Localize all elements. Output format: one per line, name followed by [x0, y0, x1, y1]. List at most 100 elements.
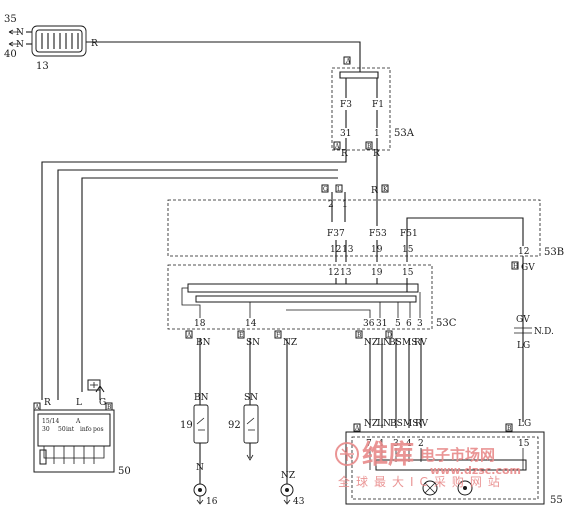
wire-ln-label: LN [377, 338, 391, 348]
svg-text:30: 30 [42, 426, 50, 433]
pin-g-label: G [99, 398, 106, 408]
fuse-f1-label: F1 [372, 100, 384, 110]
pin-13-label: 13 [340, 268, 352, 278]
pin-15-label: 15 [402, 268, 414, 278]
wire-ln-label: LN [377, 419, 391, 429]
pin-r-label: R [44, 398, 51, 408]
pin-12-label: 12 [328, 268, 339, 278]
connector-13-ribs [41, 33, 79, 49]
pin-3-label: 3 [417, 319, 423, 329]
nd-label: N.D. [534, 327, 554, 337]
pin-14-label: 14 [245, 319, 257, 329]
component-19-id: 19 [180, 420, 193, 431]
ground-43-id: 43 [293, 497, 305, 507]
wire-gv-label: GV [516, 315, 530, 325]
component-13: 35 40 N N 13 R [4, 14, 98, 72]
pin-15-label: 15 [518, 439, 530, 449]
watermark: 维库 电子市场网 www.dzsc.com 全球最大IC采购网站 [335, 439, 521, 489]
component-55-id: 55 [550, 495, 563, 506]
terminal-1-label: 1 [374, 129, 380, 139]
svg-text:L: L [337, 186, 341, 193]
pin-l-label: L [76, 398, 82, 408]
wire-nz-label: NZ [283, 338, 297, 348]
wire-r-label: R [341, 149, 348, 159]
pin-15-label: 15 [402, 245, 414, 255]
pin-18-label: 18 [194, 319, 206, 329]
component-92-id: 92 [228, 420, 241, 431]
ground-16-id: 16 [206, 497, 218, 507]
wire-f51-loop [406, 217, 524, 246]
arrow-up-icon [95, 385, 105, 400]
component-92: SN 92 [228, 393, 259, 461]
pin-3-label: 3 [393, 439, 399, 449]
wire-nz-label: NZ [281, 471, 295, 481]
warning-lamp-icon [422, 480, 438, 496]
svg-text:E: E [239, 332, 243, 339]
wire-bn-label: BN [194, 393, 209, 403]
pin-40-label: 40 [4, 49, 17, 60]
pin-7-label: 7 [366, 439, 372, 449]
connector-a-label: A [345, 58, 351, 65]
component-55: NZ LN BS MS RV LG A B 7 1 3 4 2 15 55 [345, 419, 563, 506]
svg-text:50: 50 [58, 426, 66, 433]
svg-text:pos: pos [93, 426, 104, 433]
pin-2-label: 2 [328, 200, 334, 210]
pin-19-label: 19 [371, 268, 383, 278]
pin-5-label: 5 [395, 319, 401, 329]
pin-4-label: 4 [406, 439, 412, 449]
pin-31-label: 31 [376, 319, 387, 329]
wire-r-label: R [91, 39, 98, 49]
wire-rv-label: RV [415, 419, 428, 429]
component-53b: G L K 2 1 F37 F53 F51 12 13 19 15 12 53B… [167, 184, 564, 422]
svg-text:A: A [75, 418, 81, 425]
connector-nd: GV N.D. LG [514, 315, 554, 351]
wire-lg-label: LG [518, 419, 531, 429]
svg-text:A: A [34, 404, 40, 411]
watermark-url: www.dzsc.com [430, 464, 521, 477]
component-53c-id: 53C [436, 318, 457, 329]
component-50-id: 50 [118, 466, 131, 477]
svg-text:15/14: 15/14 [42, 418, 59, 425]
svg-text:D: D [387, 332, 392, 339]
ground-43: NZ 43 [280, 471, 305, 507]
wire-to-50-c [81, 177, 338, 392]
wire-r [86, 41, 361, 62]
switch-92-body [243, 404, 259, 444]
svg-text:H: H [513, 263, 518, 270]
wire-ms-label: MS [402, 338, 417, 348]
fuse-f37-label: F37 [327, 229, 345, 239]
wire-r-label: R [371, 186, 378, 196]
switch-19-body [193, 404, 209, 444]
svg-text:int: int [66, 426, 75, 433]
svg-text:B: B [507, 425, 512, 432]
svg-text:A: A [354, 425, 360, 432]
svg-text:B: B [357, 332, 362, 339]
fuse-f3-label: F3 [340, 100, 352, 110]
fuse-f51-label: F51 [400, 229, 418, 239]
pin-6-label: 6 [406, 319, 412, 329]
component-53c: 12 13 19 15 18 14 36 31 5 6 3 53C A E F … [167, 264, 457, 348]
arrow-left-icon [8, 41, 20, 47]
wire-ms-label: MS [403, 419, 418, 429]
component-19: BN 19 N [180, 393, 209, 484]
svg-text:A: A [186, 332, 192, 339]
component-53a: A F3 F1 31 1 53A A B R R [331, 56, 415, 159]
lead-n-label: N [16, 28, 24, 38]
wire-bs-label: BS [390, 419, 403, 429]
pin-13-label: 13 [342, 245, 354, 255]
ignition-switch-body [33, 409, 115, 473]
watermark-logo-icon [335, 442, 359, 466]
wire-nz-label: NZ [364, 338, 378, 348]
pin-35-label: 35 [4, 14, 17, 25]
fuse-icon [87, 379, 101, 391]
pin-36-label: 36 [363, 319, 375, 329]
svg-text:F: F [276, 332, 280, 339]
connector-a-label: A [334, 143, 340, 150]
connector-b-label: B [367, 143, 372, 150]
pin-2-label: 2 [418, 439, 424, 449]
instrument-panel-body [345, 431, 545, 505]
svg-text:G: G [323, 186, 328, 193]
lead-n-label: N [16, 40, 24, 50]
wire-r-to-50 [41, 138, 347, 400]
